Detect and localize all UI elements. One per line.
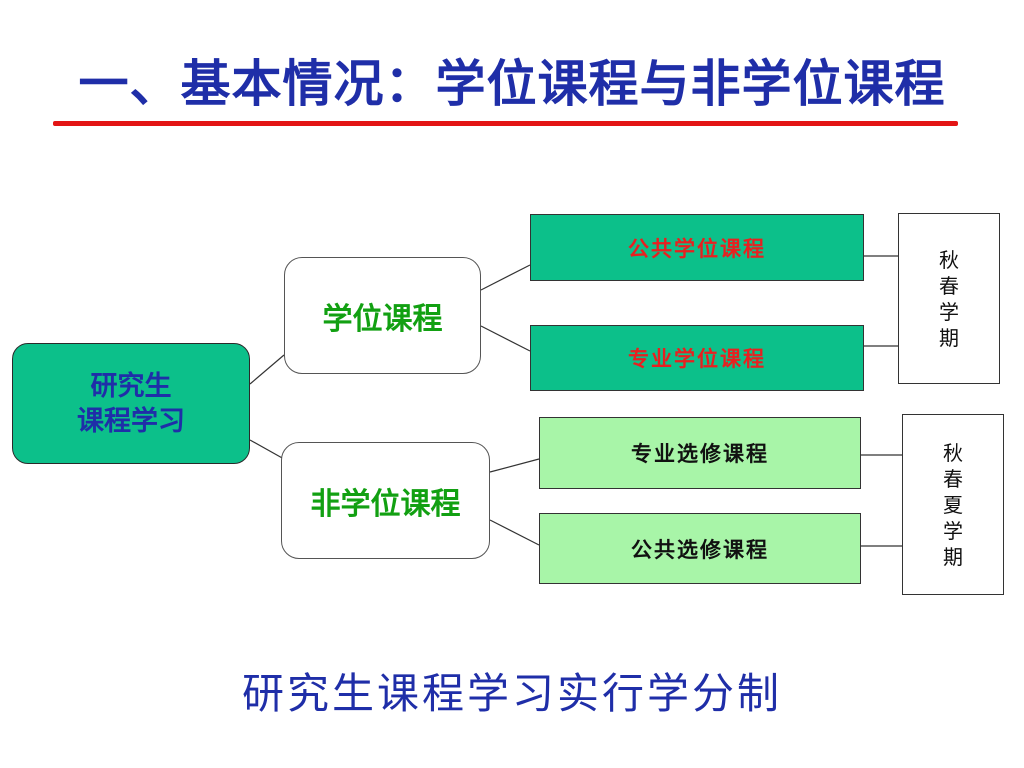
connector-root-nondegree — [249, 439, 285, 460]
connector-degree-leaf1 — [480, 264, 531, 291]
semester-char: 夏 — [943, 492, 963, 517]
nondegree-course-node: 非学位课程 — [281, 442, 490, 559]
root-node: 研究生 课程学习 — [12, 343, 250, 464]
semester-char: 期 — [943, 544, 963, 569]
slide-title: 一、基本情况：学位课程与非学位课程 — [78, 55, 946, 113]
semester-char: 学 — [943, 518, 963, 543]
major-elective-course-node: 专业选修课程 — [539, 417, 861, 489]
footer-caption: 研究生课程学习实行学分制 — [241, 669, 782, 718]
degree-semester-box: 秋 春 学 期 — [898, 213, 1000, 384]
semester-char: 春 — [943, 466, 963, 491]
connector-nondegree-leaf3 — [489, 458, 540, 473]
semester-char: 学 — [939, 299, 959, 324]
semester-char: 春 — [939, 273, 959, 298]
semester-char: 秋 — [939, 247, 959, 272]
root-label-line1: 研究生 — [90, 370, 172, 402]
major-degree-course-node: 专业学位课程 — [530, 325, 864, 391]
public-elective-course-node: 公共选修课程 — [539, 513, 861, 584]
title-underline — [53, 121, 958, 126]
public-degree-course-node: 公共学位课程 — [530, 214, 864, 281]
root-label-line2: 课程学习 — [77, 405, 185, 437]
semester-char: 秋 — [943, 440, 963, 465]
connector-nondegree-leaf4 — [489, 519, 540, 546]
connector-root-degree — [249, 354, 285, 385]
semester-char: 期 — [939, 325, 959, 350]
connector-degree-leaf2 — [480, 325, 531, 352]
degree-course-node: 学位课程 — [284, 257, 481, 374]
nondegree-semester-box: 秋 春 夏 学 期 — [902, 414, 1004, 595]
